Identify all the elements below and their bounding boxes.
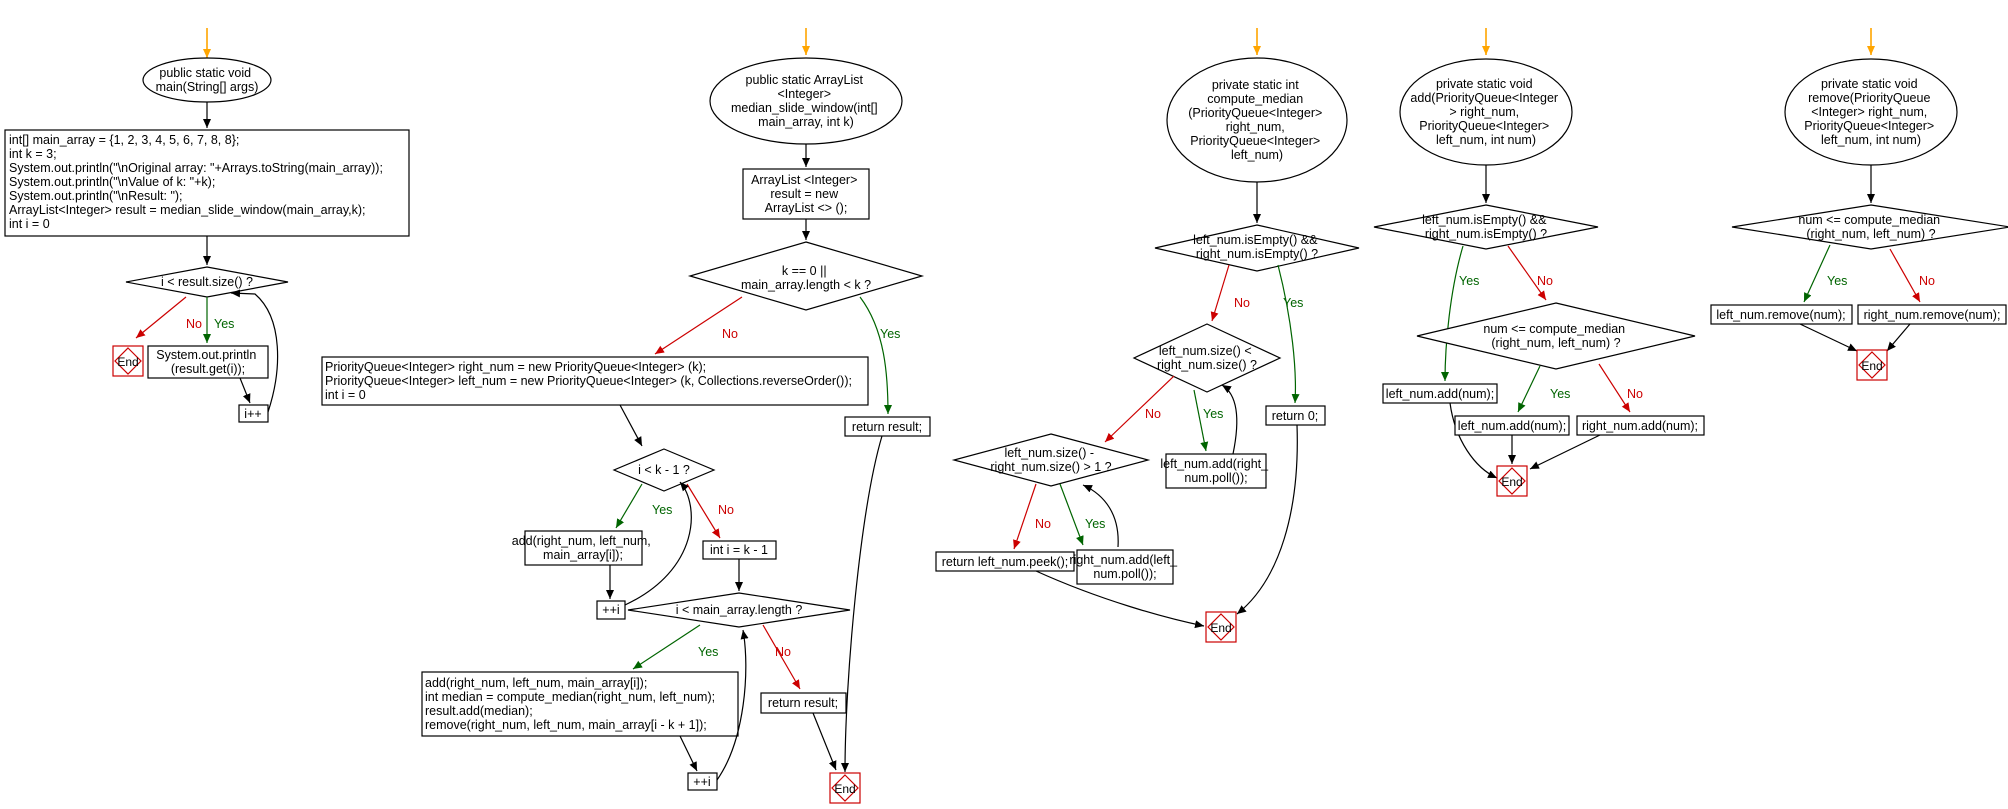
svg-text:right_num.remove(num);: right_num.remove(num);	[1864, 308, 2001, 322]
svg-text:left_num.remove(num);: left_num.remove(num);	[1716, 308, 1845, 322]
main-print-text: System.out.println (result.get(i));	[156, 348, 260, 376]
svg-text:left_num.isEmpty() && ri: left_num.isEmpty() && right_num.isEmpty(…	[1422, 213, 1550, 241]
flowchart-median-slide-window: public static ArrayList <Integer> median…	[321, 28, 931, 804]
remove-right-block	[1857, 304, 2007, 325]
svg-text:End: End	[1501, 475, 1522, 489]
cm-return-peek-block	[935, 551, 1075, 572]
svg-text:return left_num.peek();: return left_num.peek();	[942, 555, 1068, 569]
main-loop-cond-text: i < result.size() ?	[161, 275, 253, 289]
svg-text:Yes: Yes	[1085, 517, 1105, 531]
end-node: End	[1205, 611, 1237, 643]
main-start-text: public static void main(String[] args)	[156, 66, 259, 94]
svg-text:No: No	[1234, 296, 1250, 310]
svg-text:No: No	[1145, 407, 1161, 421]
svg-text:left_num.size() < right_: left_num.size() < right_num.size() ?	[1157, 344, 1257, 372]
svg-text:right_num.add(left_ num.: right_num.add(left_ num.poll());	[1069, 553, 1180, 581]
msw-loop2-decision	[627, 592, 851, 628]
cm-move-right-block	[1165, 453, 1267, 489]
msw-k-decision	[687, 241, 925, 311]
svg-text:private static void add(: private static void add(PriorityQueue<In…	[1410, 77, 1561, 147]
svg-text:No: No	[775, 645, 791, 659]
svg-text:left_num.isEmpty() && ri: left_num.isEmpty() && right_num.isEmpty(…	[1193, 233, 1321, 261]
end-node: End	[829, 772, 861, 804]
svg-text:No: No	[1537, 274, 1553, 288]
cm-cond1-decision	[1154, 224, 1360, 272]
add-right-block	[1576, 415, 1705, 436]
svg-text:End: End	[834, 782, 855, 796]
msw-loop1-decision	[612, 448, 716, 492]
main-inc-block	[238, 404, 269, 423]
add-left-first-block	[1382, 383, 1498, 404]
msw-k-cond-text: k == 0 || main_array.length < k ?	[741, 264, 871, 292]
cm-start-text: private static int compute_median (Prior…	[1188, 78, 1326, 162]
svg-text:No: No	[722, 327, 738, 341]
svg-text:right_num.add(num);: right_num.add(num);	[1582, 419, 1698, 433]
flowchart-add: private static void add(PriorityQueue<In…	[1373, 28, 1705, 497]
svg-text:i < main_array.length ?: i < main_array.length ?	[676, 603, 803, 617]
remove-cond-decision	[1731, 204, 2008, 250]
msw-inc1-block	[596, 600, 626, 620]
svg-text:No: No	[1627, 387, 1643, 401]
remove-left-block	[1710, 304, 1853, 325]
svg-text:return 0;: return 0;	[1272, 409, 1319, 423]
flowchart-main: public static void main(String[] args) i…	[4, 28, 410, 423]
svg-text:num <= compute_median (r: num <= compute_median (right_num, left_n…	[1483, 322, 1628, 350]
msw-queues-block	[321, 356, 869, 406]
svg-text:int i = k - 1: int i = k - 1	[710, 543, 768, 557]
end-node: End	[1856, 349, 1888, 381]
msw-init-block	[742, 168, 870, 220]
svg-text:No: No	[1035, 517, 1051, 531]
svg-text:End: End	[117, 355, 138, 369]
msw-start-text: public static ArrayList <Integer> median…	[731, 73, 881, 129]
svg-text:Yes: Yes	[1459, 274, 1479, 288]
cm-cond2-decision	[1132, 323, 1282, 393]
flowchart-compute-median: private static int compute_median (Prior…	[935, 28, 1360, 643]
svg-text:Yes: Yes	[652, 503, 672, 517]
svg-text:left_num.add(num);: left_num.add(num);	[1458, 419, 1566, 433]
main-print-block	[147, 345, 269, 379]
main-init-text: int[] main_array = {1, 2, 3, 4, 5, 6, 7,…	[9, 133, 386, 231]
svg-text:return result;: return result;	[768, 696, 838, 710]
msw-body2-block	[421, 671, 739, 737]
msw-add1-text: add(right_num, left_num, main_array[i]);	[512, 534, 654, 562]
msw-inc2-block	[687, 772, 718, 791]
msw-return-early-block	[844, 416, 931, 437]
svg-text:Yes: Yes	[1283, 296, 1303, 310]
msw-add1-block	[524, 530, 643, 566]
add-cond1-decision	[1373, 204, 1599, 250]
svg-text:End: End	[1861, 359, 1882, 373]
svg-text:left_num.add(num);: left_num.add(num);	[1386, 387, 1494, 401]
msw-body2-text: add(right_num, left_num, main_array[i]);…	[425, 676, 719, 732]
svg-text:End: End	[1210, 621, 1231, 635]
svg-text:No: No	[1919, 274, 1935, 288]
svg-text:Yes: Yes	[214, 317, 234, 331]
svg-text:i < k - 1 ?: i < k - 1 ?	[638, 463, 690, 477]
msw-return-end-block	[760, 692, 847, 714]
svg-text:Yes: Yes	[1827, 274, 1847, 288]
svg-text:return result;: return result;	[852, 420, 922, 434]
svg-text:num <= compute_median (r: num <= compute_median (right_num, left_n…	[1798, 213, 1943, 241]
svg-text:i++: i++	[244, 407, 261, 421]
end-node: End	[112, 345, 144, 377]
svg-text:++i: ++i	[693, 775, 710, 789]
svg-text:left_num.add(right_ num.: left_num.add(right_ num.poll());	[1160, 457, 1271, 485]
add-cond2-decision	[1416, 302, 1696, 370]
svg-text:Yes: Yes	[1203, 407, 1223, 421]
msw-init-text: ArrayList <Integer> result = new ArrayLi…	[751, 173, 861, 215]
svg-text:Yes: Yes	[698, 645, 718, 659]
svg-text:++i: ++i	[602, 603, 619, 617]
svg-text:No: No	[186, 317, 202, 331]
svg-text:Yes: Yes	[1550, 387, 1570, 401]
cm-cond3-decision	[951, 433, 1151, 487]
svg-text:private static void remo: private static void remove(PriorityQueue…	[1804, 77, 1937, 147]
flowchart-remove: private static void remove(PriorityQueue…	[1710, 28, 2008, 381]
svg-text:Yes: Yes	[880, 327, 900, 341]
svg-text:left_num.size() - right_: left_num.size() - right_num.size() > 1 ?	[990, 446, 1111, 474]
end-node: End	[1496, 465, 1528, 497]
cm-return0-block	[1265, 405, 1326, 426]
svg-text:No: No	[718, 503, 734, 517]
msw-queues-text: PriorityQueue<Integer> right_num = new P…	[325, 360, 855, 402]
cm-move-left-block	[1076, 549, 1174, 585]
